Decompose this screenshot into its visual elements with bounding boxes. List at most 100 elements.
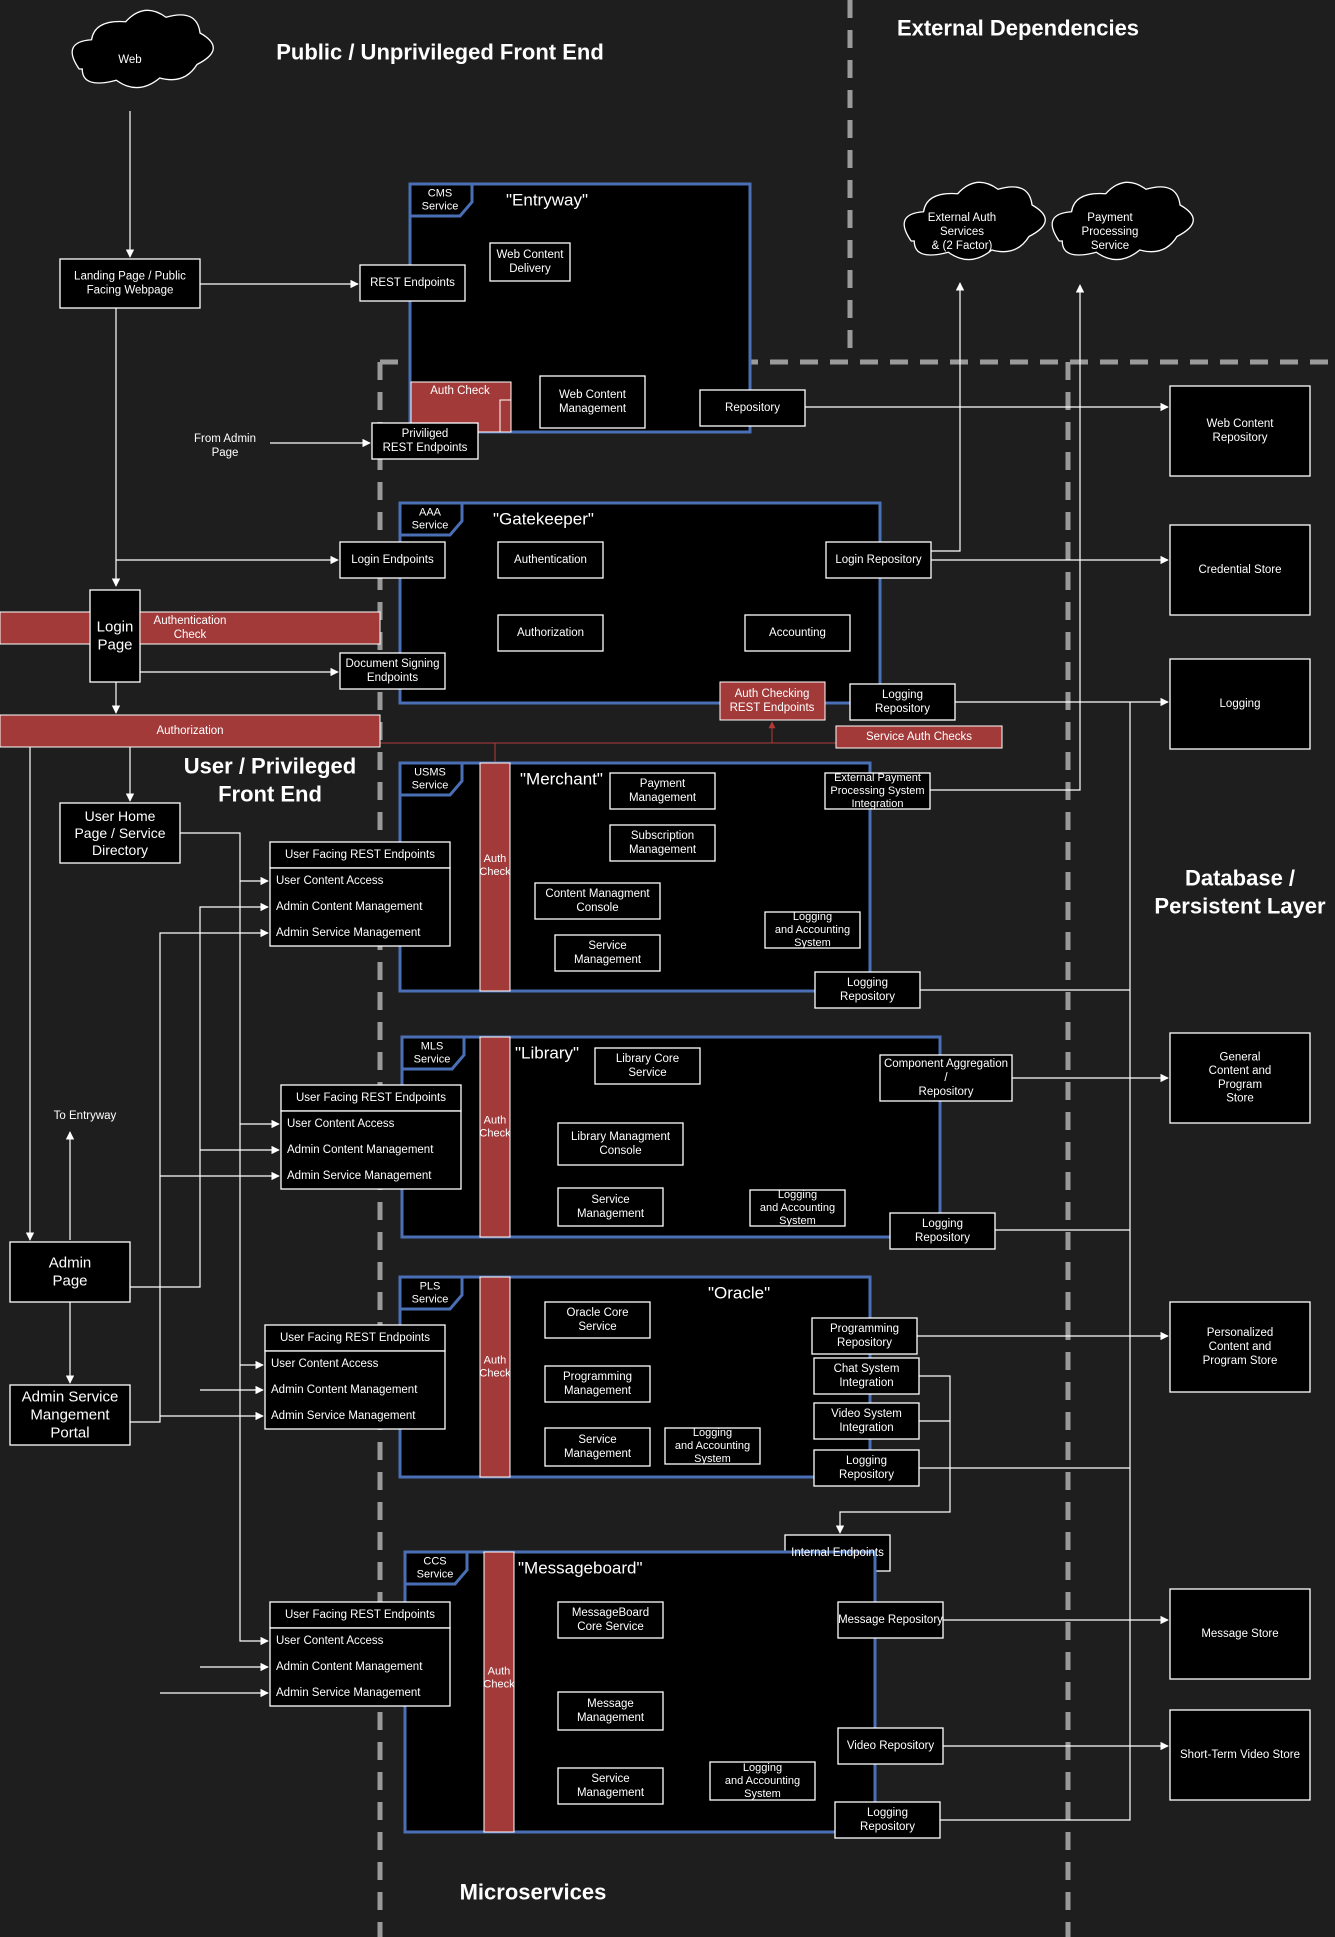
service-auth-checks-text-line: Service Auth Checks	[866, 731, 972, 743]
usms-auth-check	[479, 762, 511, 992]
frontend-user-home-text-line: Page / Service	[74, 825, 165, 841]
frontend-admin-page-text-line: Admin	[49, 1255, 92, 1272]
ccs-name-line: "Messageboard"	[518, 1559, 643, 1578]
cms-auth-check-tail	[499, 399, 512, 433]
usms-name-line: "Merchant"	[520, 770, 603, 789]
frontend-landing-node	[59, 258, 201, 309]
stores-web-content-text-line: Repository	[1213, 432, 1268, 444]
usms-rest-title-text: User Facing REST Endpoints	[285, 849, 435, 861]
usms-auth-check-text-line: Auth	[484, 853, 507, 865]
pls-logging-repo-text-line: Repository	[839, 1469, 894, 1481]
ccs-rest-list	[269, 1627, 451, 1707]
usms-subscription-text-line: Management	[629, 844, 697, 856]
zone-database-title-line: Database /	[1185, 866, 1295, 891]
zone-user-title-line: User / Privileged	[184, 754, 356, 779]
ext-auth-cloud-text-line: & (2 Factor)	[932, 240, 993, 252]
pls-rest-item-2: Admin Service Management	[271, 1410, 416, 1422]
stores-personalized-text-line: Content and	[1209, 1341, 1272, 1353]
stores-video-text: Short-Term Video Store	[1180, 1749, 1300, 1761]
usms-tag	[398, 761, 464, 797]
frontend-admin-portal-text-line: Mangement	[30, 1407, 110, 1424]
pls-core-text-line: Oracle Core	[567, 1307, 629, 1319]
pls-service-node	[544, 1427, 651, 1467]
ccs-rest-title-text: User Facing REST Endpoints	[285, 1609, 435, 1621]
mls-core-text-line: Library Core	[616, 1053, 679, 1065]
ccs-video-repo-text-line: Video Repository	[847, 1740, 935, 1752]
frontend-admin-portal-text-line: Admin Service	[22, 1389, 119, 1406]
authorization-bar-text-line: Authorization	[156, 725, 223, 737]
mls-tag-text-line: MLS	[421, 1040, 444, 1052]
web-cloud	[71, 9, 214, 89]
ccs-logging-text-line: and Accounting	[725, 1775, 800, 1787]
mls-rest-title-node	[280, 1084, 462, 1112]
ccs-tag	[403, 1550, 469, 1586]
mls-name-line: "Library"	[515, 1044, 579, 1063]
from-admin-label-line: From Admin	[194, 433, 256, 445]
ccs-rest-item-1: Admin Content Management	[276, 1661, 423, 1673]
aaa-authentication-node	[497, 541, 604, 579]
connector-line	[930, 284, 1085, 791]
pls-programming-text-line: Management	[564, 1385, 632, 1397]
aaa-authentication-text: Authentication	[514, 554, 587, 566]
mls-name: "Library"	[515, 1044, 579, 1063]
pls-auth-check-text-line: Check	[479, 1368, 511, 1380]
cms-repository-node	[699, 389, 806, 427]
zone-public-title-line: Public / Unprivileged Front End	[276, 40, 604, 65]
pls-video-text-line: Integration	[839, 1422, 893, 1434]
pls-core-text-line: Service	[578, 1321, 616, 1333]
ccs-logging-node	[709, 1761, 816, 1801]
usms-tag-text-line: Service	[412, 780, 449, 792]
stores-logging-text: Logging	[1220, 698, 1261, 710]
payment-cloud-text-line: Service	[1091, 240, 1129, 252]
frontend-admin-portal-text-line: Portal	[50, 1425, 89, 1442]
stores-personalized-text-line: Program Store	[1203, 1355, 1278, 1367]
mls-component-node	[879, 1054, 1013, 1102]
aaa-name-line: "Gatekeeper"	[493, 510, 594, 529]
zone-external-title: External Dependencies	[897, 16, 1139, 41]
cms-rest-text: REST Endpoints	[370, 277, 455, 289]
usms-rest-item-0: User Content Access	[276, 875, 384, 887]
aaa-name: "Gatekeeper"	[493, 510, 594, 529]
ccs-auth-check-text-line: Auth	[488, 1665, 511, 1677]
ccs-message-text-line: Management	[577, 1712, 645, 1724]
pls-programming-node	[544, 1365, 651, 1403]
mls-auth-check-text-line: Auth	[484, 1114, 507, 1126]
ccs-rest-item-2: Admin Service Management	[276, 1687, 421, 1699]
mls-rest-title-text: User Facing REST Endpoints	[296, 1092, 446, 1104]
aaa-login-endpoints-node	[339, 541, 446, 579]
aaa-tag-text-line: Service	[412, 520, 449, 532]
stores-web-content-node	[1169, 385, 1311, 477]
ccs-tag-text-line: Service	[417, 1569, 454, 1581]
connector-line	[130, 902, 269, 1288]
cms-tag-text-line: Service	[422, 201, 459, 213]
mls-service-text-line: Service	[591, 1194, 629, 1206]
usms-auth-check-text-line: Check	[479, 866, 511, 878]
mls-rest-item-0: User Content Access	[287, 1118, 395, 1130]
cms-delivery-node	[489, 242, 571, 282]
ccs-logging-repo-text-line: Logging	[867, 1807, 908, 1819]
usms-rest-item-2: Admin Service Management	[276, 927, 421, 939]
usms-logging-repo-text-line: Logging	[847, 977, 888, 989]
usms-subscription-node	[609, 824, 716, 862]
usms-rest-item-2-line: Admin Service Management	[276, 927, 421, 939]
pls-service-text-line: Management	[564, 1448, 632, 1460]
connector-line	[931, 282, 965, 552]
stores-logging-text-line: Logging	[1220, 698, 1261, 710]
usms-payment-node	[609, 772, 716, 810]
aaa-login-repo-text: Login Repository	[835, 554, 922, 566]
cms-tag-text-line: CMS	[428, 187, 452, 199]
cms-tag-text: CMS Service	[422, 187, 459, 212]
